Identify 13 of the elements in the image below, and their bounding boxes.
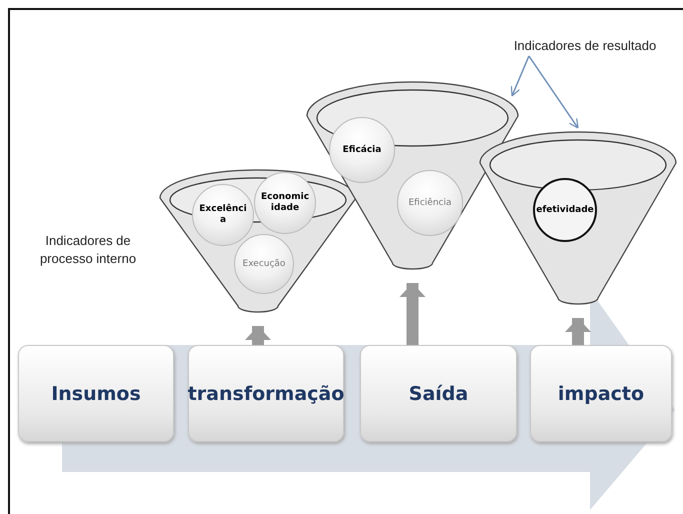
leader-line — [510, 56, 530, 97]
funnel-shape — [158, 168, 358, 313]
funnel-shape — [478, 130, 678, 305]
block-arrow — [400, 283, 426, 345]
leader-line — [528, 56, 579, 129]
stage-box: transformação — [188, 345, 344, 442]
caption-text: Indicadores de processo interno — [38, 232, 138, 268]
stage-box: impacto — [530, 345, 672, 442]
block-arrow — [245, 326, 271, 345]
indicator-caption: Indicadores de resultado — [500, 38, 670, 53]
block-arrow — [565, 318, 591, 345]
stage-box: Saída — [360, 345, 517, 442]
stage-box: Insumos — [18, 345, 174, 442]
